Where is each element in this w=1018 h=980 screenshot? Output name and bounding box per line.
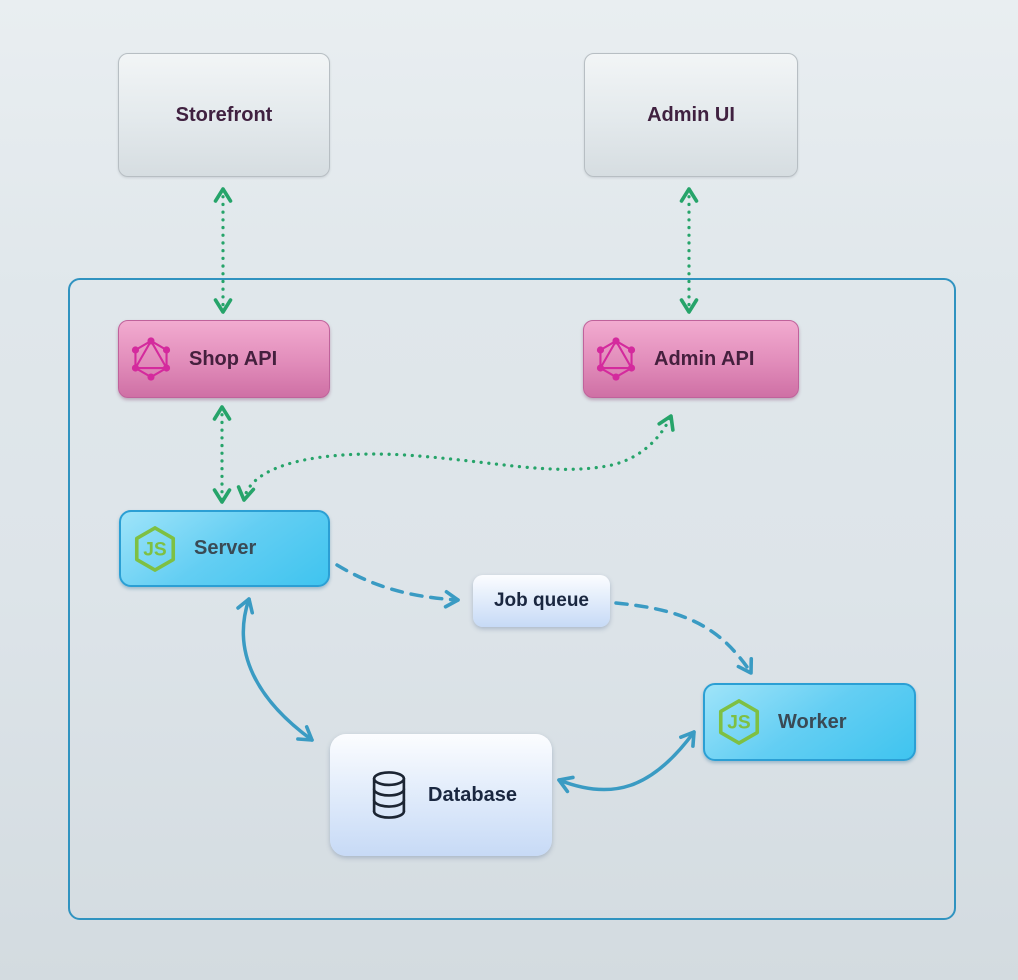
node-shop-api-label: Shop API [189, 347, 278, 370]
nodejs-icon: JS [134, 525, 176, 572]
node-server: JS Server [119, 510, 330, 587]
nodejs-icon: JS [718, 699, 760, 745]
node-storefront-label: Storefront [175, 103, 273, 126]
backend-boundary-box [68, 278, 956, 920]
node-database-label: Database [428, 783, 517, 806]
node-admin-ui-label: Admin UI [647, 103, 735, 126]
node-shop-api: Shop API [118, 320, 330, 398]
node-admin-api-label: Admin API [654, 347, 755, 370]
node-database: Database [330, 734, 552, 856]
node-storefront: Storefront [118, 53, 330, 177]
graphql-icon [131, 337, 171, 381]
node-admin-ui: Admin UI [584, 53, 798, 177]
graphql-icon [596, 337, 636, 381]
node-job-queue: Job queue [473, 575, 610, 627]
database-icon [372, 771, 406, 819]
node-worker-label: Worker [778, 710, 847, 733]
node-worker: JS Worker [703, 683, 916, 761]
svg-text:JS: JS [727, 713, 751, 734]
node-job-queue-label: Job queue [493, 590, 589, 611]
node-server-label: Server [194, 537, 257, 559]
svg-text:JS: JS [143, 539, 167, 560]
node-admin-api: Admin API [583, 320, 799, 398]
